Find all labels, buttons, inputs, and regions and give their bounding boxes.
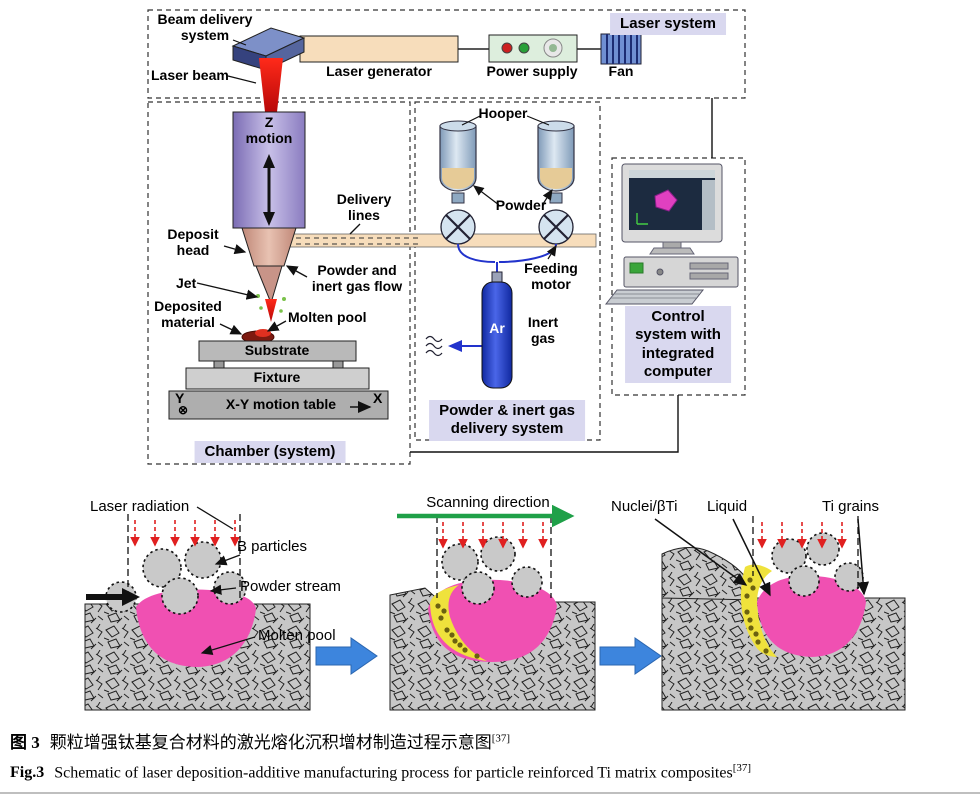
hopper-left xyxy=(439,120,477,204)
laser-system-box xyxy=(147,9,746,99)
screen-3d-model xyxy=(654,189,678,212)
power-supply-label: Power supply xyxy=(486,63,578,79)
laser-rays-1 xyxy=(130,520,240,547)
deposit-head-shape xyxy=(241,227,297,267)
beam-delivery-label: Beam delivery system xyxy=(157,11,253,43)
delivery-lines-dashes xyxy=(296,237,420,245)
laser-generator-box xyxy=(299,35,459,63)
fixture-label: Fixture xyxy=(253,369,301,385)
computer-keyboard xyxy=(604,289,705,305)
power-supply-box xyxy=(488,34,578,63)
chamber-leaders xyxy=(196,223,361,335)
beam-boundary-2 xyxy=(436,516,552,598)
molten-pool-1 xyxy=(136,589,256,667)
powder-leaders xyxy=(461,115,557,260)
connection-lines xyxy=(410,98,713,453)
y-axis-label: Y xyxy=(175,390,185,406)
z-motion-arrow xyxy=(263,154,275,226)
nuclei-label: Nuclei/βTi xyxy=(611,498,678,515)
laser-beam-label: Laser beam xyxy=(151,67,229,83)
caption-en-number: Fig.3 xyxy=(10,764,45,782)
powder-system-title: Powder & inert gas delivery system xyxy=(429,400,585,441)
hopper-right xyxy=(537,120,575,204)
argon-valve xyxy=(491,271,503,284)
caption-zh-ref: [37] xyxy=(491,732,511,745)
delivery-lines-label: Delivery lines xyxy=(336,191,392,223)
powder-stream-label: Powder stream xyxy=(240,578,341,595)
feeding-motor-label: Feeding motor xyxy=(524,260,578,292)
laser-beam-ray xyxy=(259,58,283,112)
substrate-bar xyxy=(198,340,357,362)
deposited-material-label: Deposited material xyxy=(154,298,222,330)
laser-generator-label: Laser generator xyxy=(326,63,432,79)
laser-system-title: Laser system xyxy=(610,13,726,36)
beam-boundary-3 xyxy=(752,516,859,592)
scanning-direction-label: Scanning direction xyxy=(426,494,550,511)
feeder-wheel-left xyxy=(440,209,476,245)
nuclei-band-3 xyxy=(740,564,777,657)
stage1-leaders xyxy=(196,506,256,655)
powder-label: Powder xyxy=(495,197,547,213)
z-motion-label: Z motion xyxy=(245,114,293,146)
process-stage-3 xyxy=(654,516,906,711)
control-system-title: Control system with integrated computer xyxy=(625,306,731,384)
gas-flow-waves xyxy=(425,335,443,357)
chamber-shapes xyxy=(168,111,597,420)
powder-flow-label: Powder and inert gas flow xyxy=(311,262,403,294)
y-axis-symbol: ⊗ xyxy=(178,403,189,417)
x-axis-label: X xyxy=(373,390,383,406)
caption-zh-number: 图 3 xyxy=(10,733,40,752)
fixture-bar xyxy=(185,367,370,390)
computer-illustration xyxy=(604,163,739,305)
liquid-label: Liquid xyxy=(707,498,748,515)
argon-cylinder xyxy=(481,281,513,389)
computer-tower xyxy=(623,256,739,288)
b-particles-label: B particles xyxy=(237,538,308,555)
caption-chinese: 图 3 颗粒增强钛基复合材料的激光熔化沉积增材制造过程示意图[37] xyxy=(10,728,510,753)
fan-box xyxy=(600,33,642,65)
caption-en-ref: [37] xyxy=(732,762,752,774)
molten-pool-process-label: Molten pool xyxy=(258,627,336,644)
laser-radiation-label: Laser radiation xyxy=(90,498,190,515)
deposit-head-label: Deposit head xyxy=(167,226,219,258)
molten-pool-label: Molten pool xyxy=(288,309,367,325)
jet-flame xyxy=(265,299,277,322)
chamber-box xyxy=(147,101,411,465)
hooper-label: Hooper xyxy=(478,105,528,121)
caption-en-text: Schematic of laser deposition-additive m… xyxy=(54,764,733,782)
jet-label: Jet xyxy=(176,275,197,291)
nuclei-dots-2 xyxy=(435,603,480,659)
process-stage-2 xyxy=(389,504,596,711)
argon-label: Ar xyxy=(489,320,505,336)
ti-grains-label: Ti grains xyxy=(822,498,879,515)
nuclei-dots-3 xyxy=(744,577,769,654)
feeder-wheel-right xyxy=(538,209,574,245)
process-stage-1 xyxy=(84,506,311,711)
chamber-title: Chamber (system) xyxy=(194,441,346,464)
inert-gas-label: Inert gas xyxy=(527,314,559,346)
beam-boundary-1 xyxy=(127,514,241,600)
powder-stream-arrow xyxy=(86,588,140,606)
substrate-label: Substrate xyxy=(244,342,310,358)
deposit-nozzle xyxy=(255,265,283,305)
molten-pool-3 xyxy=(757,575,866,657)
stage-arrow-2 xyxy=(599,637,662,675)
stage3-leaders xyxy=(654,518,870,597)
b-particles-1 xyxy=(105,541,247,615)
caption-english: Fig.3 Schematic of laser deposition-addit… xyxy=(10,762,751,782)
nuclei-band-2 xyxy=(430,585,487,661)
fan-label: Fan xyxy=(608,63,634,79)
gas-nozzle xyxy=(448,340,462,352)
powder-system-shapes xyxy=(425,115,575,389)
laser-system-shapes xyxy=(227,27,642,112)
xy-table-label: X-Y motion table xyxy=(225,396,337,412)
laser-label-leaders xyxy=(227,39,257,84)
xy-table-bar xyxy=(168,390,389,420)
stage-arrow-1 xyxy=(315,637,378,675)
caption-zh-text: 颗粒增强钛基复合材料的激光熔化沉积增材制造过程示意图 xyxy=(49,733,492,752)
